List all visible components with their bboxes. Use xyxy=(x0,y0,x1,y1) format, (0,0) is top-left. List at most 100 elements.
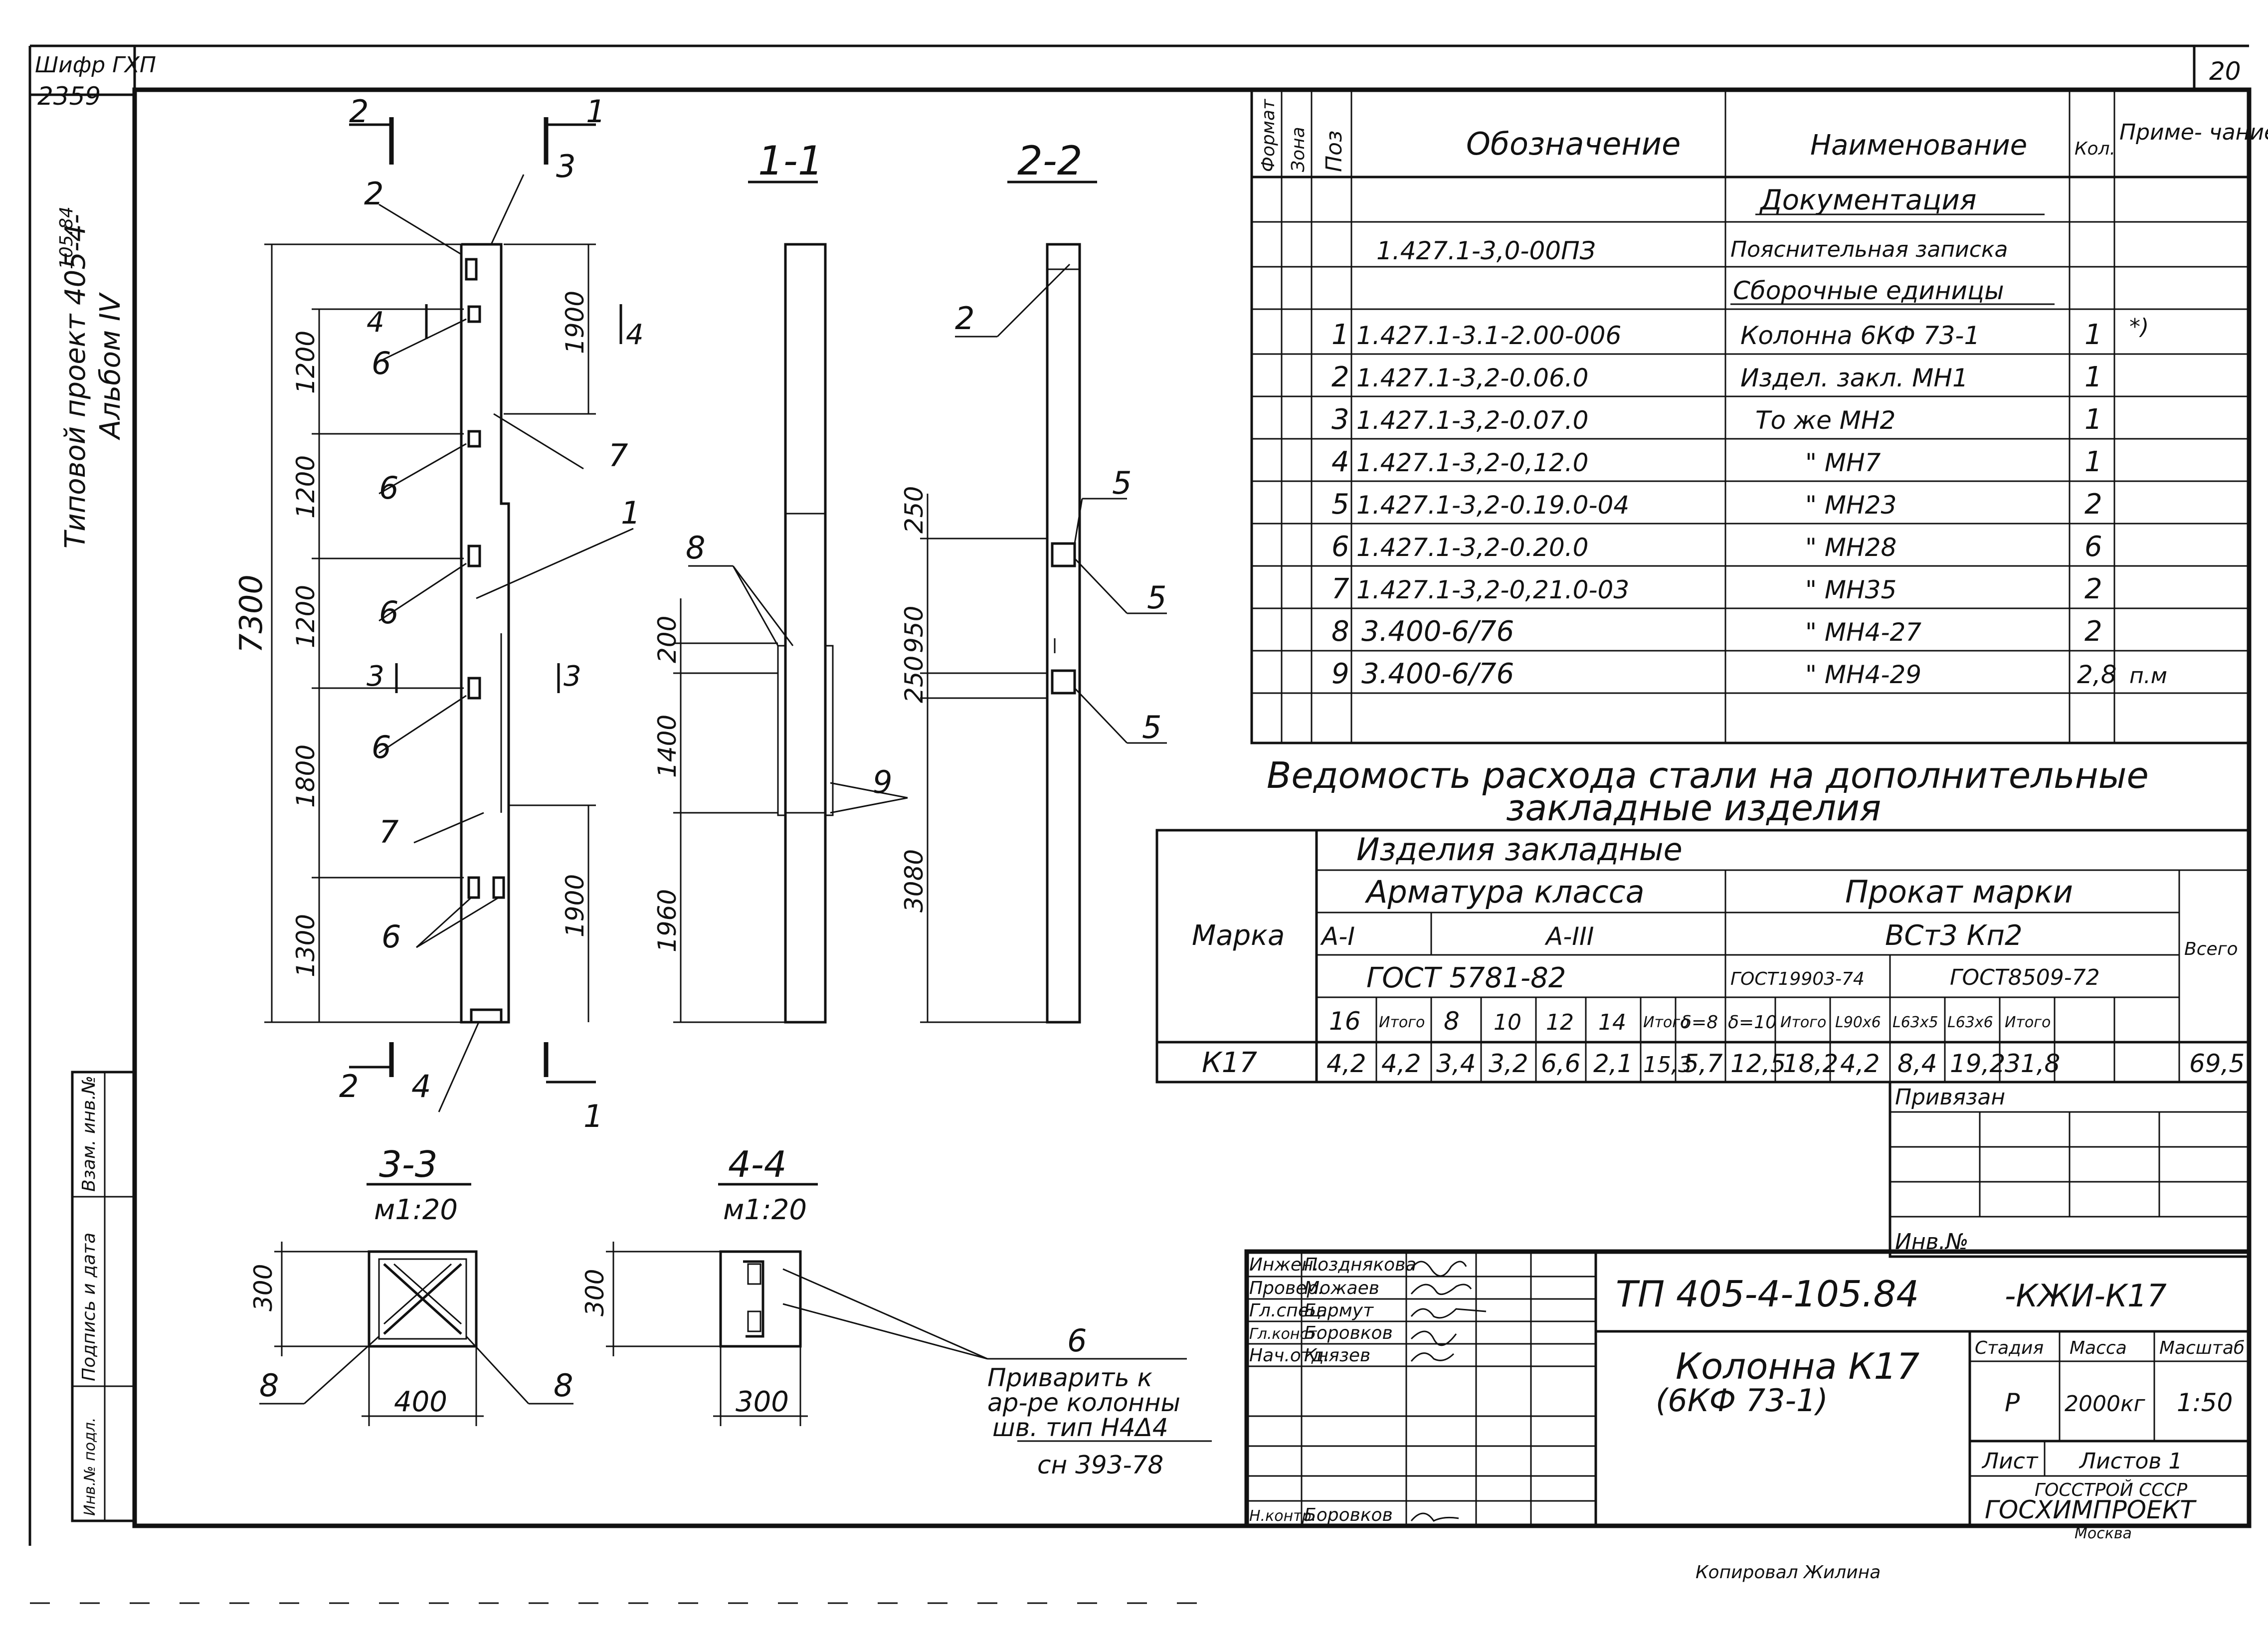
role-3-name: Боровков xyxy=(1304,1323,1393,1343)
side-stamp-label-2: Инв.№ подл. xyxy=(81,1418,99,1516)
spec-row10-designation: 3.400-6/76 xyxy=(1361,615,1514,648)
role-5: Н.контр. xyxy=(1249,1507,1316,1525)
spec-row9-name: " МН35 xyxy=(1805,575,1896,604)
steel-val-13: 31,8 xyxy=(2005,1049,2060,1078)
role-0-name: Позднякова xyxy=(1304,1255,1416,1275)
org-2: ГОСХИМПРОЕКТ xyxy=(1985,1495,2197,1524)
pos-label-7b: 7 xyxy=(379,814,398,850)
s11-pos-8: 8 xyxy=(686,530,705,566)
steel-val-1: 4,2 xyxy=(1381,1049,1421,1078)
steel-val-9: 18,2 xyxy=(1783,1049,1838,1078)
section-3-3-title: 3-3 xyxy=(379,1143,438,1185)
cut-mark-4-left: 4 xyxy=(367,306,384,339)
steel-gost-19903: ГОСТ19903-74 xyxy=(1730,969,1865,989)
s33-pos-8a: 8 xyxy=(259,1367,279,1404)
steel-group-header: Изделия закладные xyxy=(1356,831,1683,868)
title-block: Привязан Инв.№ Инжен. Позднякова Провер.… xyxy=(1244,1081,2252,1542)
cut-mark-3-right: 3 xyxy=(564,660,581,693)
spec-row7-pos: 5 xyxy=(1331,488,1349,521)
steel-gost-8509: ГОСТ8509-72 xyxy=(1950,965,2100,990)
steel-grade: ВСт3 Кп2 xyxy=(1885,919,2023,952)
steel-val-10: 4,2 xyxy=(1840,1049,1880,1078)
spec-row2-name: Сборочные единицы xyxy=(1733,276,2004,305)
org-1: ГОССТРОЙ СССР xyxy=(2035,1479,2187,1500)
role-1: Провер. xyxy=(1249,1278,1324,1298)
doc-code: ТП 405-4-105.84 xyxy=(1616,1273,1919,1315)
copied-by: Копировал Жилина xyxy=(1696,1562,1881,1583)
sheet-label: Лист xyxy=(1981,1449,2039,1474)
s44-dim-w: 300 xyxy=(736,1386,789,1418)
spec-row6-pos: 4 xyxy=(1331,446,1349,478)
role-1-name: Можаев xyxy=(1304,1278,1379,1298)
spec-row3-note: *) xyxy=(2129,314,2149,340)
spec-row0-name: Документация xyxy=(1759,184,1976,216)
pos-label-4: 4 xyxy=(411,1068,431,1104)
stage-label: Стадия xyxy=(1975,1338,2044,1358)
steel-total-header: Всего xyxy=(2184,939,2238,959)
dim-right-0: 1900 xyxy=(561,291,589,354)
cut-mark-2-bottom: 2 xyxy=(339,1068,359,1104)
steel-val-2: 3,4 xyxy=(1436,1049,1476,1078)
steel-col-6: Итого xyxy=(1643,1014,1689,1031)
side-project-title: Типовой проект 405-4- xyxy=(59,214,92,549)
mass-value: 2000кг xyxy=(2065,1391,2146,1417)
elevation-labels: 7300 1200 1200 1200 1800 1300 1900 1900 … xyxy=(233,93,644,1134)
signature-2 xyxy=(1410,1308,1487,1319)
s44-dim-h: 300 xyxy=(580,1269,609,1316)
steel-val-3: 3,2 xyxy=(1489,1049,1528,1078)
code-number: 2359 xyxy=(37,82,101,111)
steel-col-1: Итого xyxy=(1379,1014,1425,1031)
dim-right-1: 1900 xyxy=(561,874,589,937)
weld-note-line-1: ар-ре колонны xyxy=(987,1388,1180,1417)
spec-row6-qty: 1 xyxy=(2084,446,2102,478)
s22-dim-3: 3080 xyxy=(900,849,929,913)
item-sub: (6КФ 73-1) xyxy=(1656,1382,1828,1419)
side-stamp-label-1: Подпись и дата xyxy=(79,1233,99,1381)
role-3: Гл.конст. xyxy=(1249,1325,1322,1343)
dim-spacing-3: 1800 xyxy=(291,744,320,808)
steel-col-5: 14 xyxy=(1598,1010,1626,1035)
pos-label-6d: 6 xyxy=(372,729,391,765)
spec-h-designation: Обозначение xyxy=(1466,126,1681,162)
side-project-num: 105.84 xyxy=(56,206,77,269)
spec-h-pos: Поз xyxy=(1322,131,1347,172)
dim-spacing-1: 1200 xyxy=(291,455,320,519)
spec-row4-name: Издел. закл. МН1 xyxy=(1740,364,1968,392)
steel-col-9: Итого xyxy=(1780,1014,1826,1031)
pos-label-2: 2 xyxy=(364,176,383,212)
steel-col-3: 10 xyxy=(1494,1010,1521,1035)
s22-pos-5b: 5 xyxy=(1147,579,1166,616)
steel-gost-rebar: ГОСТ 5781-82 xyxy=(1366,962,1566,994)
pos-label-7a: 7 xyxy=(608,437,628,474)
section-2-2-title: 2-2 xyxy=(1017,138,1083,184)
role-4-name: Князев xyxy=(1304,1345,1370,1366)
spec-h-zone: Зона xyxy=(1288,127,1309,172)
weld-note: 6 Приварить к ар-ре колонны шв. тип Н4Δ4… xyxy=(987,1322,1212,1479)
steel-row-mark: К17 xyxy=(1202,1047,1257,1079)
side-stamp-label-0: Взам. инв.№ xyxy=(79,1076,99,1192)
steel-col-8: δ=10 xyxy=(1728,1012,1777,1033)
steel-val-12: 19,2 xyxy=(1950,1049,2005,1078)
steel-title-2: закладные изделия xyxy=(1506,787,1881,829)
role-2: Гл.спец. xyxy=(1249,1300,1327,1321)
spec-row7-qty: 2 xyxy=(2084,488,2102,521)
dim-spacing-0: 1200 xyxy=(291,331,320,394)
signature-5 xyxy=(1410,1512,1459,1522)
s22-dim-1: 950 xyxy=(900,606,929,653)
steel-col-2: 8 xyxy=(1444,1007,1460,1036)
s33-dim-h: 300 xyxy=(249,1264,278,1311)
section-1-1-title: 1-1 xyxy=(758,138,823,184)
steel-val-0: 4,2 xyxy=(1326,1049,1366,1078)
spec-row10-name: " МН4-27 xyxy=(1805,618,1921,647)
steel-col-13: Итого xyxy=(2005,1014,2051,1031)
steel-col-10: L90x6 xyxy=(1835,1014,1881,1031)
spec-row3-designation: 1.427.1-3.1-2.00-006 xyxy=(1356,321,1621,350)
sheet-frame xyxy=(132,87,2252,1528)
cut-mark-2-top: 2 xyxy=(349,93,369,130)
steel-val-11: 8,4 xyxy=(1897,1049,1937,1078)
section-2-2: 2-2 250 950 250 3080 2 5 5 5 xyxy=(900,138,1167,1024)
spec-row1-name: Пояснительная записка xyxy=(1730,237,2008,262)
spec-row10-qty: 2 xyxy=(2084,615,2102,648)
s22-dim-2: 250 xyxy=(900,656,929,703)
